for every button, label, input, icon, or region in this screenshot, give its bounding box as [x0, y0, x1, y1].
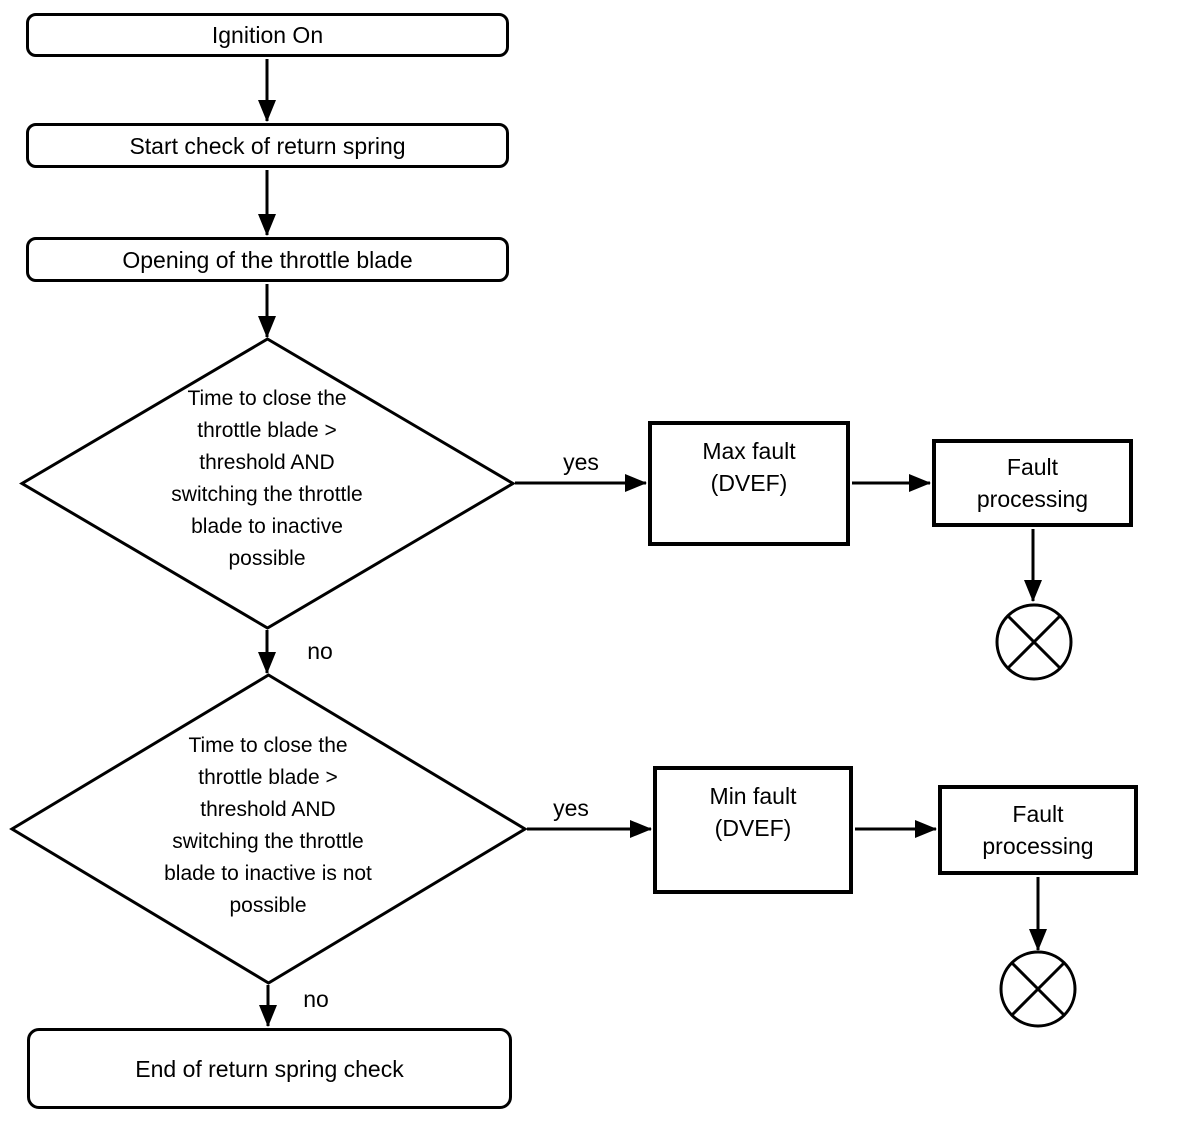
- edge-label-no-2: no: [303, 986, 329, 1012]
- process-max-fault-label: Max fault (DVEF): [702, 438, 796, 496]
- process-opening-blade-label: Opening of the throttle blade: [122, 246, 413, 273]
- process-opening-blade: Opening of the throttle blade: [26, 237, 509, 282]
- process-start-check: Start check of return spring: [26, 123, 509, 168]
- circle-x-terminator-icon-2: [999, 950, 1077, 1028]
- process-min-fault: Min fault (DVEF): [653, 766, 853, 894]
- process-end-check: End of return spring check: [27, 1028, 512, 1109]
- decision-diamond-min: [9, 673, 528, 985]
- process-max-fault: Max fault (DVEF): [648, 421, 850, 546]
- process-fault-processing-1-label: Fault processing: [976, 454, 1089, 512]
- process-end-check-label: End of return spring check: [135, 1055, 404, 1082]
- process-fault-processing-2-label: Fault processing: [982, 801, 1094, 859]
- process-start-check-label: Start check of return spring: [129, 132, 406, 159]
- edge-label-yes-1: yes: [563, 449, 599, 475]
- process-fault-processing-2: Fault processing: [938, 785, 1138, 875]
- edge-label-no-1: no: [307, 638, 333, 664]
- process-ignition-on: Ignition On: [26, 13, 509, 57]
- process-fault-processing-1: Fault processing: [932, 439, 1133, 527]
- edge-label-yes-2: yes: [553, 795, 589, 821]
- circle-x-terminator-icon-1: [995, 603, 1073, 681]
- decision-max-label: Time to close the throttle blade > thres…: [171, 387, 363, 570]
- decision-min-label: Time to close the throttle blade > thres…: [164, 734, 372, 917]
- decision-diamond-max: [19, 337, 516, 630]
- process-min-fault-label: Min fault (DVEF): [709, 783, 797, 841]
- process-ignition-on-label: Ignition On: [211, 22, 324, 48]
